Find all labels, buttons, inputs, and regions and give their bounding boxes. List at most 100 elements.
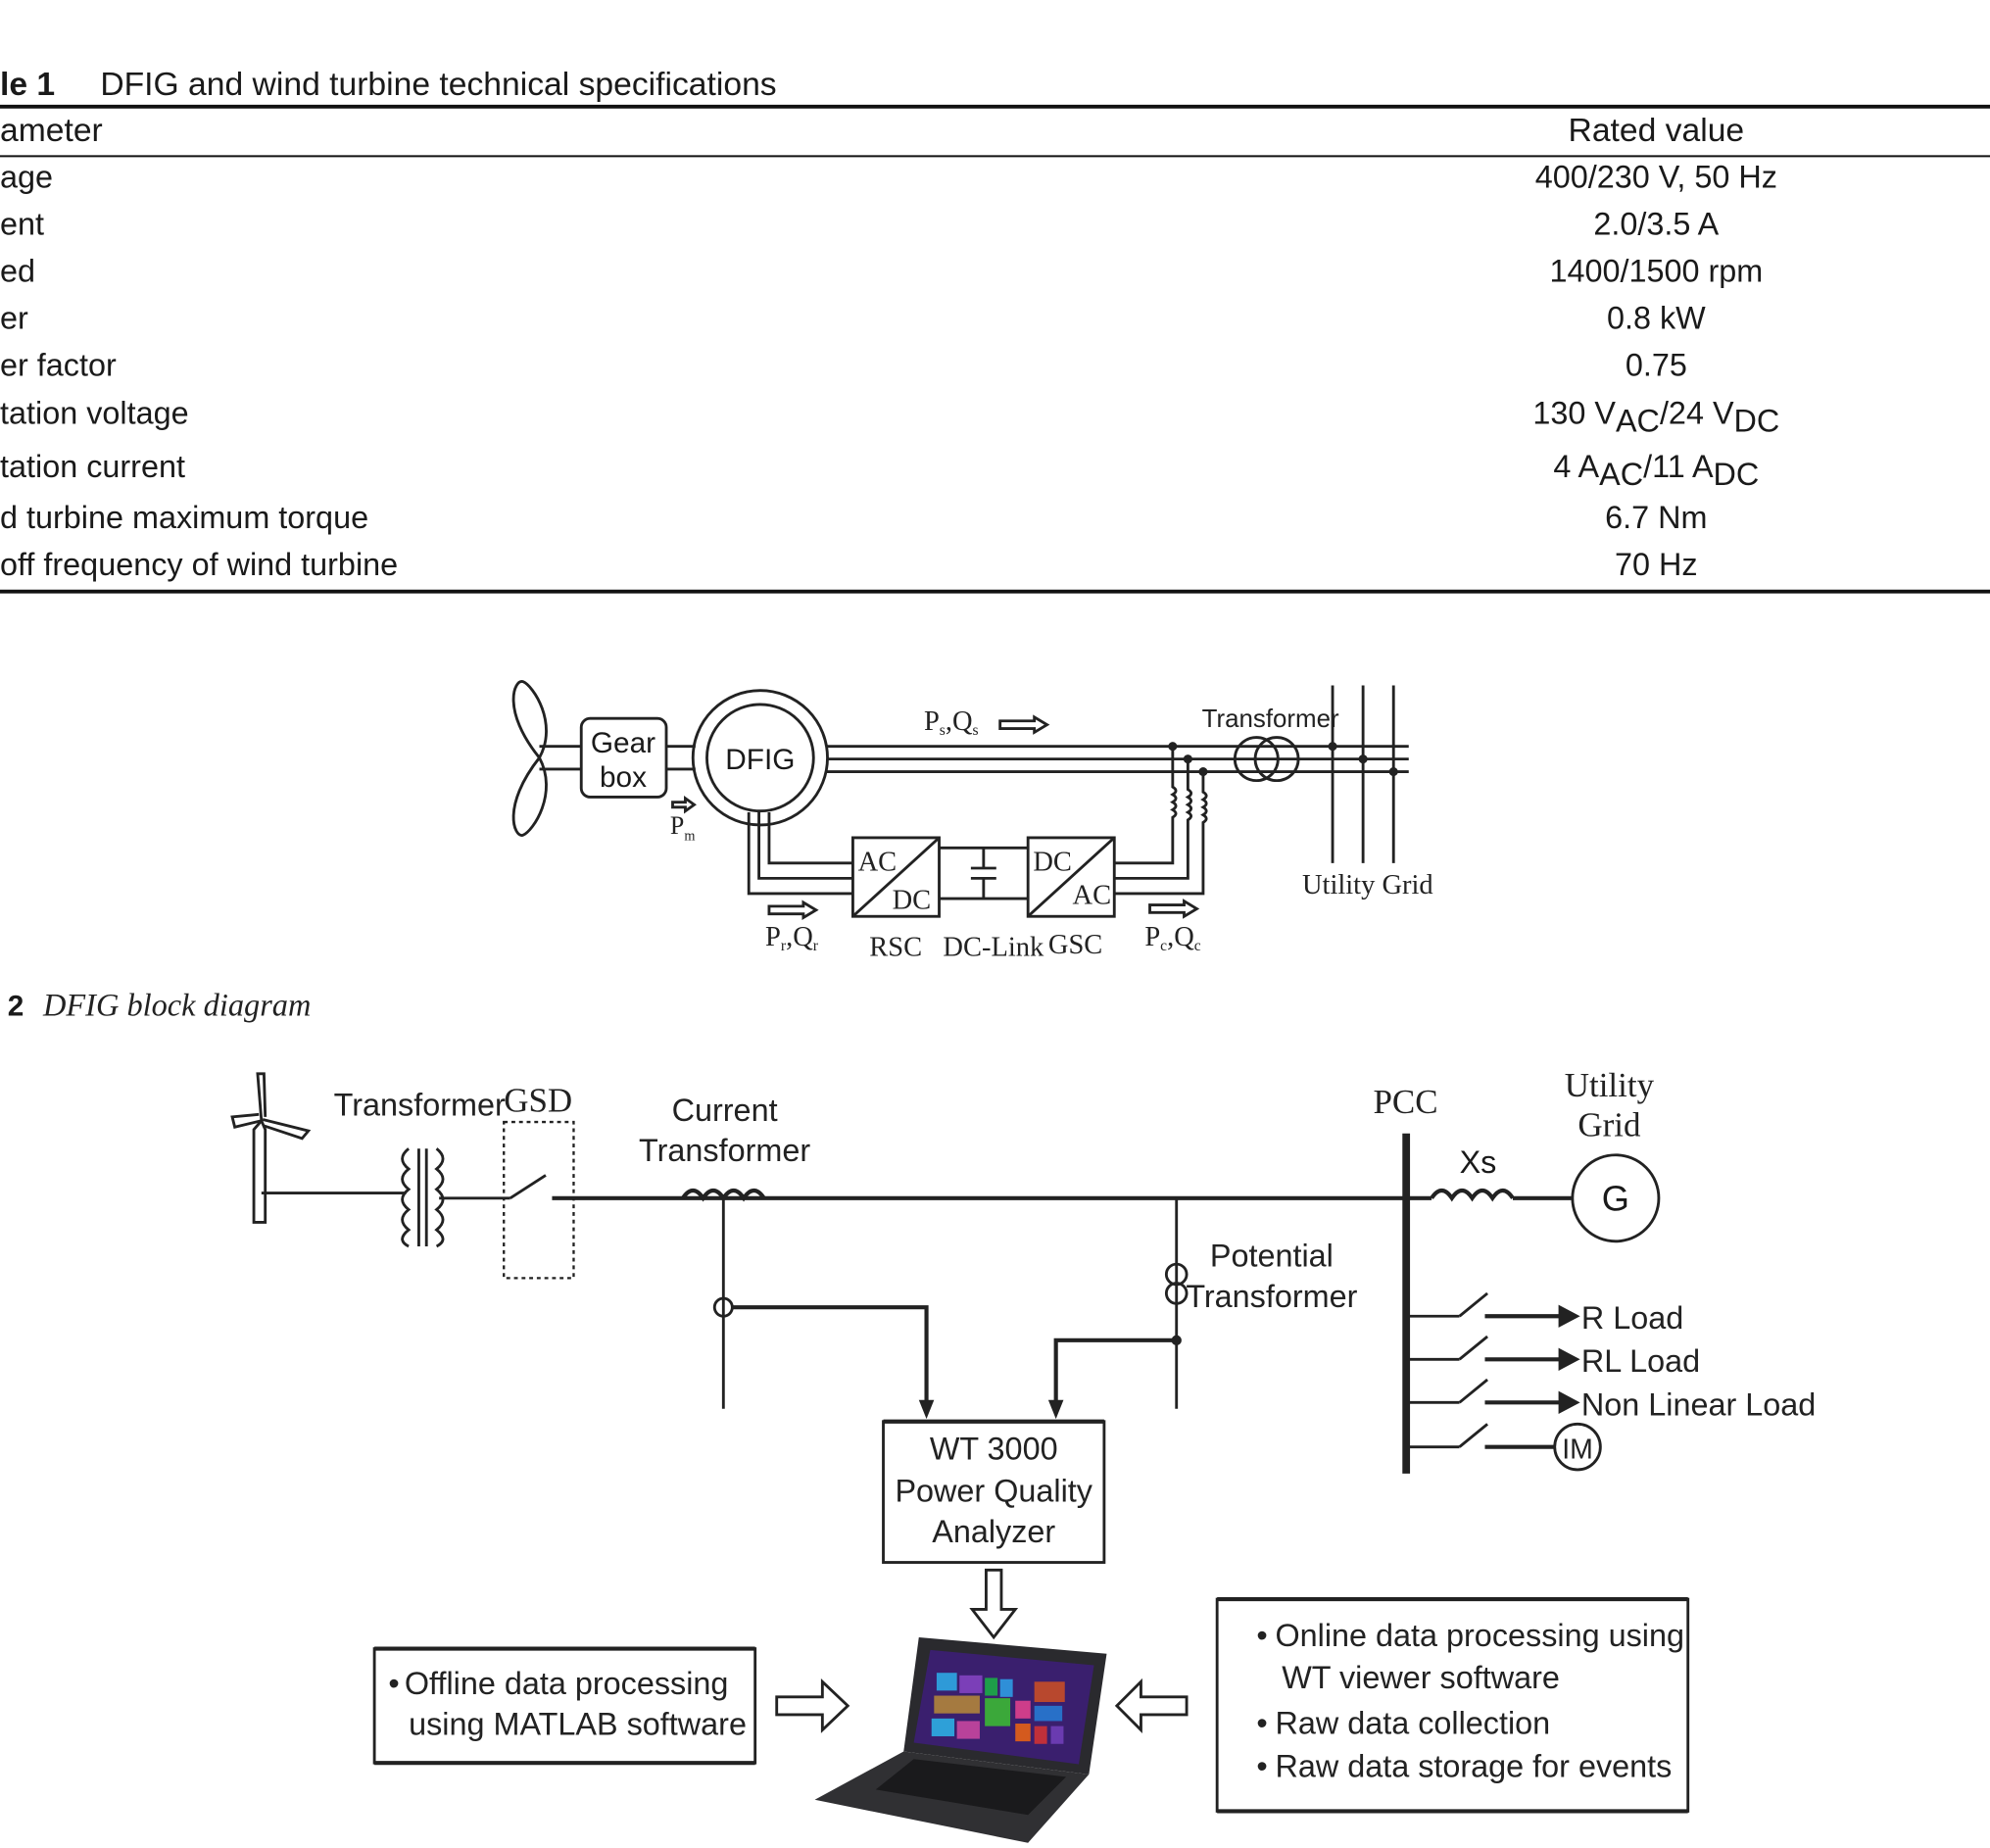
- table-row: er 0.8 kW: [0, 301, 1706, 336]
- parameter-cell: ent: [0, 207, 44, 242]
- rated-value-cell: 400/230 V, 50 Hz: [1535, 160, 1777, 195]
- analyzer-label: Power Quality: [895, 1473, 1092, 1508]
- motor-label: IM: [1562, 1434, 1593, 1465]
- header-rated-value: Rated value: [1569, 113, 1745, 149]
- pm-label: Pm: [670, 811, 695, 844]
- header-parameter: ameter: [0, 113, 103, 149]
- rated-value-cell: 4 AAC/11 ADC: [1553, 449, 1759, 492]
- current-transformer-label: Transformer: [639, 1133, 810, 1168]
- offline-line: •Offline data processing: [388, 1666, 728, 1701]
- parameter-cell: er: [0, 301, 28, 336]
- online-line: •Raw data collection: [1256, 1705, 1550, 1740]
- gsc-converter: [1026, 836, 1116, 918]
- load-switch: [1458, 1423, 1488, 1448]
- load-label: R Load: [1581, 1300, 1683, 1336]
- load-switch: [1458, 1335, 1488, 1361]
- parameter-cell: age: [0, 160, 53, 195]
- potential-transformer-label: Transformer: [1186, 1279, 1357, 1314]
- hollow-arrow-down-icon: [969, 1568, 1019, 1640]
- rated-value-cell: 0.75: [1626, 347, 1687, 382]
- load-label: RL Load: [1581, 1343, 1700, 1379]
- parameter-cell: tation voltage: [0, 396, 189, 431]
- potential-transformer-symbol: [1164, 1262, 1189, 1305]
- dfig-block-diagram: Gear box DFIG AC DC DC AC Ps,Qs Transfor…: [8, 680, 1433, 1023]
- rated-value-cell: 0.8 kW: [1607, 301, 1706, 336]
- hollow-arrow-right-icon: [775, 1678, 850, 1733]
- rated-value-cell: 130 VAC/24 VDC: [1532, 396, 1779, 439]
- hollow-arrow-left-icon: [1114, 1678, 1189, 1733]
- xs-reactance-coil: [1430, 1188, 1515, 1202]
- parameter-cell: ed: [0, 254, 35, 289]
- table-row: off frequency of wind turbine 70 Hz: [0, 547, 1698, 582]
- utility-grid-label: Utility Grid: [1302, 870, 1433, 900]
- parameter-cell: er factor: [0, 347, 117, 382]
- induction-motor-icon: [1553, 1422, 1602, 1472]
- pcc-label: PCC: [1373, 1083, 1437, 1121]
- gsd-switch: [509, 1174, 547, 1199]
- wind-rotor-icon: [511, 680, 548, 837]
- table-row: d turbine maximum torque 6.7 Nm: [0, 500, 1708, 535]
- utility-grid-label: Grid: [1577, 1105, 1641, 1143]
- gearbox-label: Gear: [591, 727, 655, 759]
- offline-line: using MATLAB software: [409, 1707, 747, 1742]
- gsc-label: GSC: [1048, 930, 1102, 960]
- analyzer-label: Analyzer: [932, 1514, 1055, 1549]
- pr-qr-label: Pr,Qr: [765, 922, 819, 954]
- table-row: age 400/230 V, 50 Hz: [0, 160, 1777, 195]
- rated-value-cell: 70 Hz: [1615, 547, 1698, 582]
- gearbox-label: box: [600, 761, 647, 794]
- table-row: tation voltage 130 VAC/24 VDC: [0, 396, 1779, 439]
- power-flow-arrow-icon: [767, 900, 819, 921]
- dfig-label: DFIG: [725, 744, 795, 776]
- dc-label: DC: [893, 885, 932, 915]
- online-line: •Online data processing using: [1256, 1618, 1684, 1653]
- analyzer-label: WT 3000: [930, 1432, 1058, 1467]
- table-row: ed 1400/1500 rpm: [0, 254, 1763, 289]
- ac-label: AC: [858, 848, 898, 878]
- figure-caption: DFIG block diagram: [42, 988, 311, 1023]
- laptop-image: [814, 1636, 1107, 1843]
- power-flow-arrow-icon: [998, 714, 1050, 735]
- table-row: ent 2.0/3.5 A: [0, 207, 1720, 242]
- parameter-cell: d turbine maximum torque: [0, 500, 368, 535]
- arrow-right-icon: [1558, 1304, 1580, 1328]
- rsc-label: RSC: [869, 932, 922, 962]
- rated-value-cell: 2.0/3.5 A: [1593, 207, 1719, 242]
- pc-qc-label: Pc,Qc: [1144, 922, 1200, 954]
- step-up-transformer: [401, 1147, 445, 1248]
- online-line: •Raw data storage for events: [1256, 1748, 1672, 1783]
- transformer-symbol: [1233, 736, 1300, 783]
- utility-generator-icon: [1571, 1153, 1661, 1243]
- rsc-converter: [851, 836, 941, 918]
- spec-table: le 1 DFIG and wind turbine technical spe…: [0, 67, 1990, 594]
- dc-link-capacitor: [970, 848, 996, 900]
- power-flow-arrow-icon: [671, 795, 697, 814]
- load-switch: [1458, 1378, 1488, 1404]
- gearbox: [579, 716, 668, 799]
- parameter-cell: off frequency of wind turbine: [0, 547, 398, 582]
- rated-value-cell: 6.7 Nm: [1605, 500, 1707, 535]
- online-line: WT viewer software: [1282, 1660, 1560, 1695]
- dc-link-label: DC-Link: [943, 932, 1044, 962]
- transformer-label: Transformer: [334, 1088, 506, 1123]
- table-title: DFIG and wind turbine technical specific…: [100, 67, 776, 103]
- wind-turbine-icon: [230, 1072, 312, 1224]
- power-flow-arrow-icon: [1148, 899, 1200, 919]
- arrow-right-icon: [1558, 1347, 1580, 1371]
- load-label: Non Linear Load: [1581, 1386, 1816, 1422]
- potential-transformer-label: Potential: [1210, 1239, 1334, 1274]
- ps-qs-label: Ps,Qs: [924, 706, 979, 739]
- arrow-right-icon: [1558, 1390, 1580, 1414]
- dc-label: DC: [1033, 848, 1072, 878]
- motor-branch: IM: [1406, 1422, 1602, 1472]
- load-switch: [1458, 1291, 1488, 1318]
- rated-value-cell: 1400/1500 rpm: [1549, 254, 1763, 289]
- load-branch: RL Load: [1406, 1335, 1700, 1379]
- load-branch: R Load: [1406, 1291, 1683, 1336]
- table-row: tation current 4 AAC/11 ADC: [0, 449, 1759, 492]
- table-row: er factor 0.75: [0, 347, 1687, 382]
- gsd-label: GSD: [504, 1082, 572, 1120]
- parameter-cell: tation current: [0, 449, 185, 484]
